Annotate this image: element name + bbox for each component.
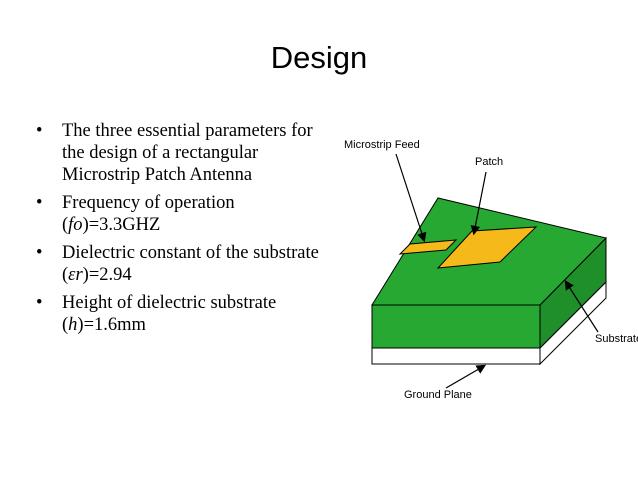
bullet-variable: εr bbox=[68, 265, 83, 285]
bullet-list: • The three essential parameters for the… bbox=[36, 120, 326, 342]
label-ground-plane: Ground Plane bbox=[404, 389, 472, 401]
bullet-variable: h bbox=[68, 315, 78, 335]
bullet-item: • Height of dielectric substrate (h)=1.6… bbox=[36, 292, 326, 336]
bullet-text: Dielectric constant of the substrate ( bbox=[62, 243, 319, 285]
bullet-dot: • bbox=[36, 243, 43, 263]
patch-rect bbox=[436, 226, 538, 269]
arrow-microstrip-feed bbox=[395, 153, 427, 243]
arrow-substrate bbox=[564, 279, 599, 333]
bullet-dot: • bbox=[36, 193, 43, 213]
label-substrate: Substrate bbox=[595, 333, 638, 345]
bullet-item: • The three essential parameters for the… bbox=[36, 120, 326, 186]
substrate-front bbox=[371, 304, 541, 349]
bullet-text-tail: )=1.6mm bbox=[77, 315, 146, 335]
bullet-text: The three essential parameters for the d… bbox=[62, 121, 313, 185]
microstrip-feed-line bbox=[398, 239, 458, 255]
slide-title: Design bbox=[270, 40, 368, 75]
bullet-text-tail: )=2.94 bbox=[82, 265, 132, 285]
bullet-dot: • bbox=[36, 293, 43, 313]
label-patch: Patch bbox=[475, 156, 503, 168]
patch-antenna-diagram: Microstrip Feed Patch Substrate Ground P… bbox=[344, 139, 638, 401]
arrow-ground-plane bbox=[445, 364, 487, 389]
bullet-text-tail: )=3.3GHZ bbox=[82, 215, 161, 235]
arrow-patch bbox=[470, 171, 487, 236]
bullet-text: Height of dielectric substrate ( bbox=[62, 293, 277, 335]
bullet-item: • Frequency of operation (fo)=3.3GHZ bbox=[36, 192, 326, 236]
bullet-variable: fo bbox=[68, 215, 83, 235]
label-microstrip-feed: Microstrip Feed bbox=[344, 139, 420, 151]
ground-plane-front bbox=[371, 347, 541, 365]
bullet-item: • Dielectric constant of the substrate (… bbox=[36, 242, 326, 286]
bullet-dot: • bbox=[36, 121, 43, 141]
bullet-text: Frequency of operation ( bbox=[62, 193, 235, 235]
